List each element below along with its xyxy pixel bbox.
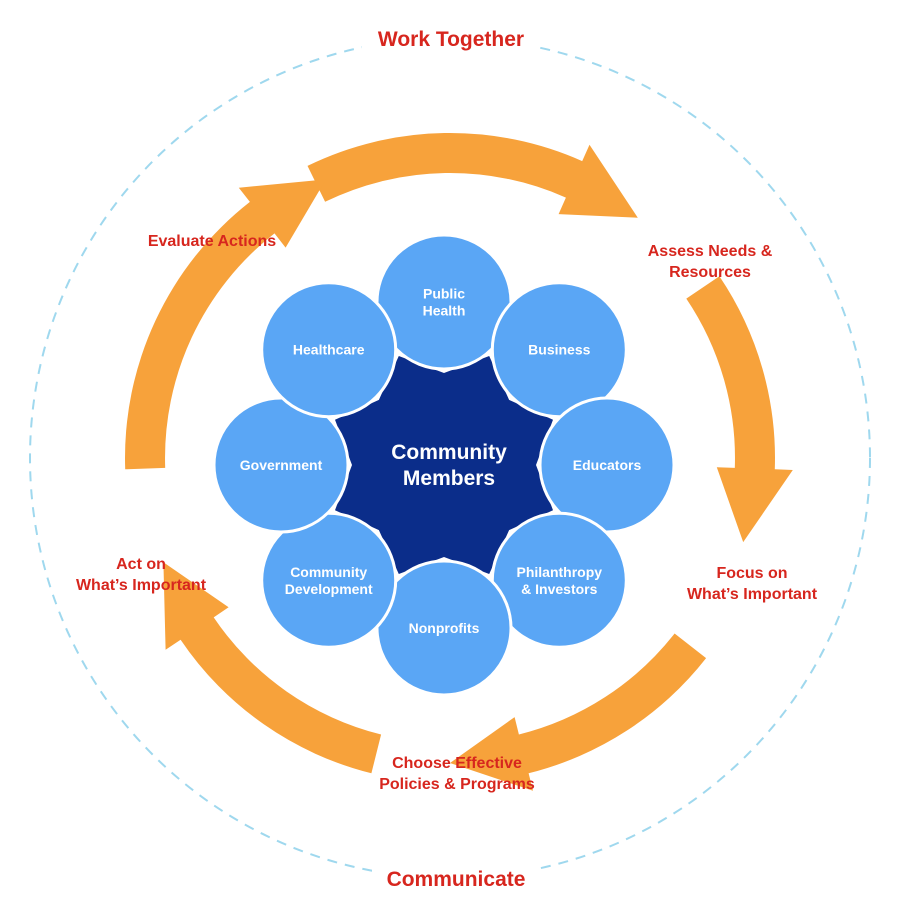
cycle-arrow-2 bbox=[686, 276, 793, 543]
petal-label: Nonprofits bbox=[409, 620, 480, 636]
petal-label: Healthcare bbox=[293, 342, 365, 358]
petal-label-line: Philanthropy bbox=[517, 564, 603, 580]
petal-label: Philanthropy& Investors bbox=[517, 564, 603, 597]
cycle-step-2-line: Assess Needs & bbox=[648, 243, 773, 260]
ring-label-communicate: Communicate bbox=[387, 868, 526, 891]
petal-label-line: Community bbox=[290, 564, 367, 580]
cycle-step-1-line: Evaluate Actions bbox=[148, 233, 276, 250]
petal-label-line: Public bbox=[423, 286, 465, 302]
petal-label: Business bbox=[528, 342, 590, 358]
petal-label: Educators bbox=[573, 457, 642, 473]
cycle-step-5: Act on What’s Important bbox=[76, 556, 207, 594]
hub-group bbox=[335, 356, 553, 574]
ring-label-work-together: Work Together bbox=[378, 28, 524, 51]
cycle-step-3-line: What’s Important bbox=[687, 586, 818, 603]
cycle-step-3-line: Focus on bbox=[716, 565, 787, 582]
cycle-arrow-1 bbox=[307, 132, 638, 218]
outer-dashed-ring bbox=[29, 37, 871, 879]
hub-label-line: Community bbox=[391, 441, 507, 464]
petal-label-line: Educators bbox=[573, 457, 642, 473]
petal-healthcare: Healthcare bbox=[260, 281, 398, 419]
cycle-step-2-line: Resources bbox=[669, 264, 751, 281]
petal-nonprofits: Nonprofits bbox=[375, 559, 513, 697]
hub-label-line: Members bbox=[403, 467, 495, 490]
cycle-step-2: Assess Needs & Resources bbox=[648, 243, 773, 281]
cycle-step-4-line: Policies & Programs bbox=[379, 776, 535, 793]
cycle-arrow-4 bbox=[163, 562, 382, 774]
cycle-step-4-line: Choose Effective bbox=[392, 755, 522, 772]
petal-label-line: Business bbox=[528, 342, 590, 358]
cycle-arrow-5 bbox=[125, 179, 326, 470]
petal-label: Government bbox=[240, 457, 323, 473]
petal-circle bbox=[260, 281, 398, 419]
cycle-arrow-3 bbox=[450, 633, 707, 791]
cycle-step-5-line: What’s Important bbox=[76, 577, 207, 594]
hub-shape bbox=[335, 356, 553, 574]
cycle-step-1: Evaluate Actions bbox=[148, 233, 276, 250]
petal-government: Government bbox=[212, 396, 350, 534]
bottom-label-backing bbox=[372, 862, 536, 894]
cycle-step-3: Focus on What’s Important bbox=[687, 565, 818, 603]
petal-label-line: Nonprofits bbox=[409, 620, 480, 636]
petal-label-line: Government bbox=[240, 457, 323, 473]
petal-label-line: & Investors bbox=[521, 581, 597, 597]
cycle-arrows bbox=[125, 132, 793, 791]
petal-label-line: Healthcare bbox=[293, 342, 365, 358]
cycle-step-5-line: Act on bbox=[116, 556, 166, 573]
petal-label-line: Development bbox=[285, 581, 373, 597]
petal-label-line: Health bbox=[423, 303, 466, 319]
top-label-backing bbox=[362, 22, 538, 54]
